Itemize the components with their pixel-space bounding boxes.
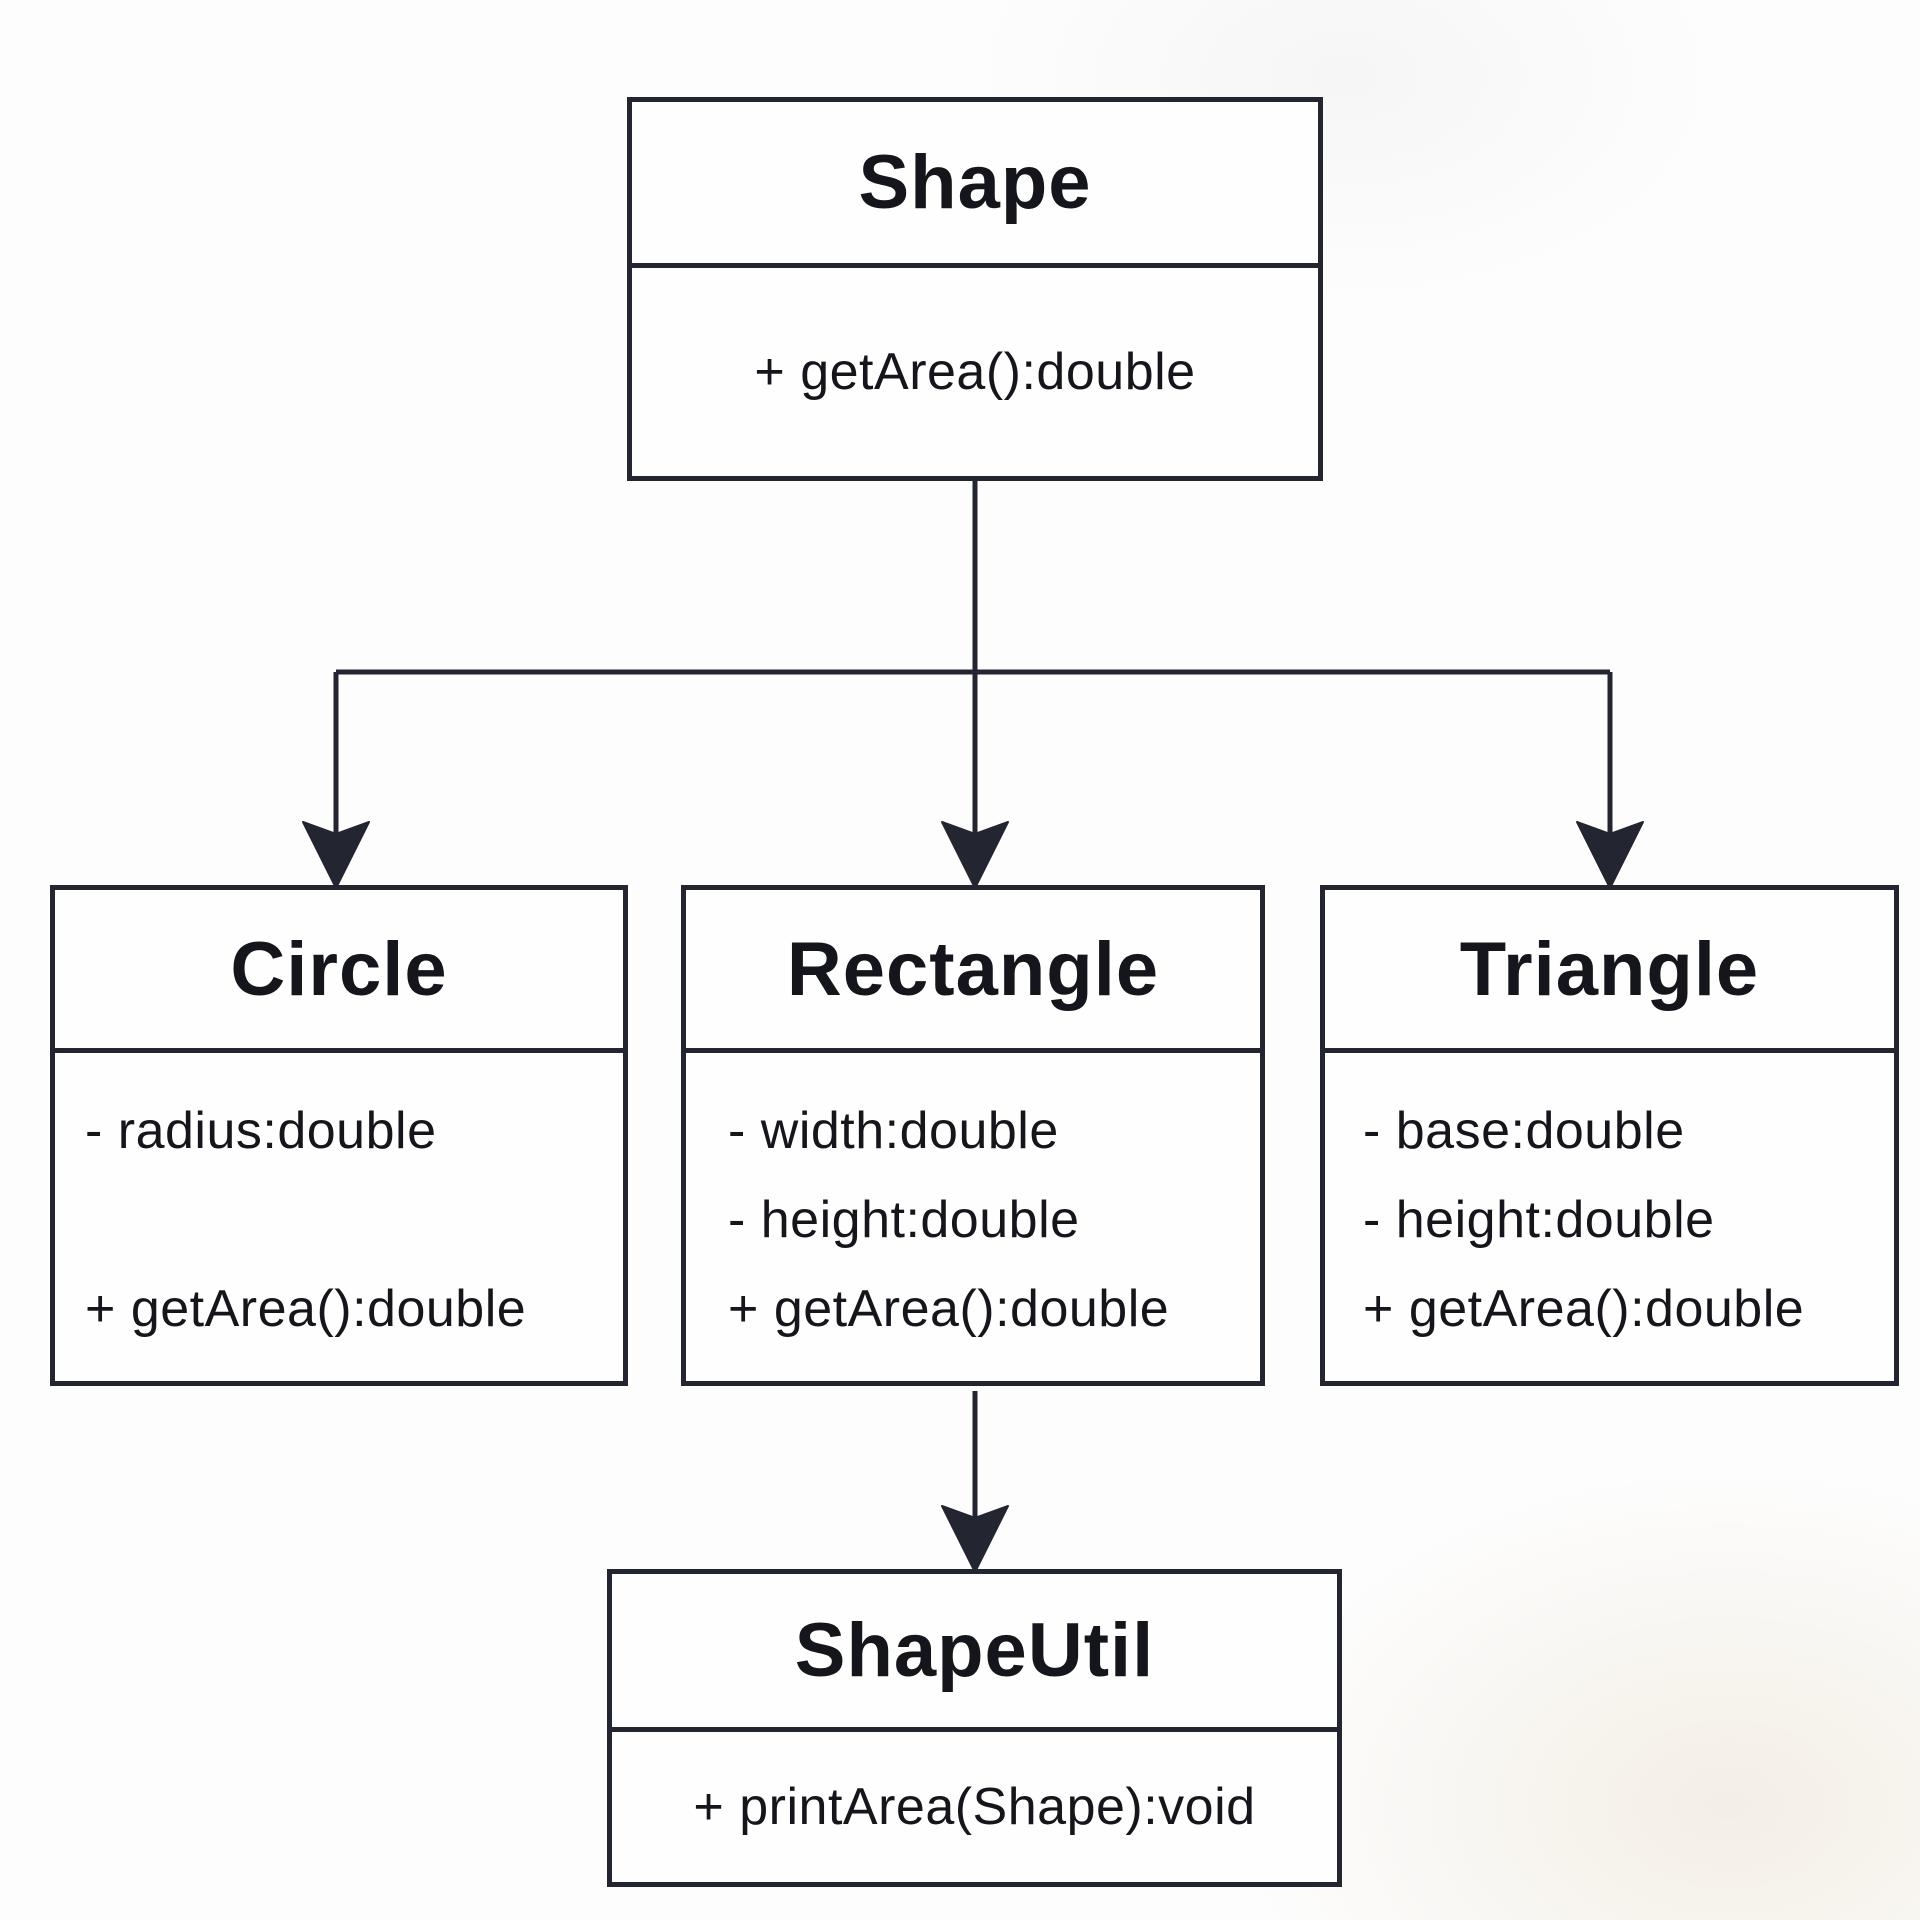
class-method: + getArea():double (85, 1280, 527, 1338)
class-box-circle: Circle - radius:double + getArea():doubl… (50, 885, 628, 1386)
class-box-rectangle: Rectangle - width:double - height:double… (681, 885, 1265, 1386)
class-attribute: - width:double (728, 1102, 1059, 1160)
class-name-rectangle: Rectangle (686, 890, 1260, 1053)
arrowhead-shapeutil-icon (941, 1505, 1009, 1573)
class-method: + getArea():double (754, 342, 1196, 401)
class-method: + getArea():double (728, 1280, 1170, 1338)
class-box-shapeutil: ShapeUtil + printArea(Shape):void (607, 1569, 1342, 1887)
class-name-circle: Circle (55, 890, 623, 1053)
arrowhead-triangle-icon (1576, 821, 1644, 889)
class-attribute: - base:double (1363, 1102, 1685, 1160)
class-box-shape: Shape + getArea():double (627, 97, 1323, 481)
class-name-shape: Shape (632, 102, 1318, 268)
arrowhead-circle-icon (302, 821, 370, 889)
class-attribute: - height:double (1363, 1191, 1715, 1249)
class-name-shapeutil: ShapeUtil (612, 1574, 1337, 1732)
arrowhead-rectangle-icon (941, 821, 1009, 889)
class-method: + printArea(Shape):void (693, 1777, 1256, 1836)
class-box-triangle: Triangle - base:double - height:double +… (1320, 885, 1899, 1386)
class-attribute: - radius:double (85, 1102, 437, 1160)
class-attribute: - height:double (728, 1191, 1080, 1249)
member-spacer (85, 1176, 605, 1265)
class-method: + getArea():double (1363, 1280, 1805, 1338)
class-name-triangle: Triangle (1325, 890, 1894, 1053)
